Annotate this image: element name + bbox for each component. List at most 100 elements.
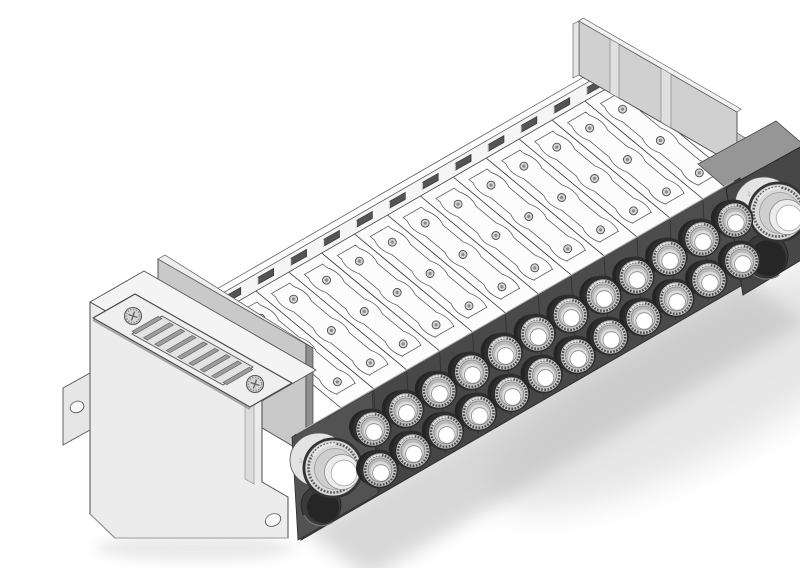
screw-recess bbox=[330, 329, 333, 332]
screw-recess bbox=[456, 203, 459, 206]
cover-screw bbox=[498, 283, 506, 291]
screw-recess bbox=[632, 209, 635, 212]
fitting-opening bbox=[728, 215, 745, 232]
bracket-left-edge bbox=[573, 21, 579, 78]
cover-screw bbox=[558, 194, 566, 202]
screw-recess bbox=[489, 184, 492, 187]
screw-recess bbox=[363, 310, 366, 313]
cover-screw bbox=[623, 156, 631, 164]
screw-recess bbox=[588, 127, 591, 130]
cover-screw bbox=[454, 200, 462, 208]
fitting-opening bbox=[497, 348, 514, 365]
cover-screw bbox=[520, 162, 528, 170]
fitting-opening bbox=[471, 408, 488, 425]
cover-screw bbox=[393, 289, 401, 297]
screw-recess bbox=[599, 228, 602, 231]
fitting-opening bbox=[331, 460, 357, 486]
fitting-opening bbox=[776, 205, 800, 231]
fitting-opening bbox=[662, 253, 679, 270]
fitting-opening bbox=[695, 234, 712, 251]
screw-recess bbox=[358, 260, 361, 263]
cover-screw bbox=[459, 251, 467, 259]
connector-screw bbox=[247, 376, 264, 393]
cover-screw bbox=[360, 308, 368, 316]
fitting-opening bbox=[399, 405, 416, 422]
cover-screw bbox=[327, 327, 335, 335]
cover-screw bbox=[388, 238, 396, 246]
cover-screw bbox=[426, 270, 434, 278]
screw-recess bbox=[560, 196, 563, 199]
fitting-opening bbox=[464, 367, 481, 384]
fitting-opening bbox=[735, 256, 752, 273]
cover-screw bbox=[525, 213, 533, 221]
screw-recess bbox=[325, 279, 328, 282]
fitting-opening bbox=[530, 329, 547, 346]
screw-recess bbox=[396, 291, 399, 294]
cover-screw bbox=[591, 175, 599, 183]
screw-recess bbox=[593, 177, 596, 180]
fitting-opening bbox=[669, 294, 686, 311]
fitting-opening bbox=[563, 310, 580, 327]
cad-render-figure: 24242424242424242424242411 bbox=[40, 16, 800, 568]
fitting-opening bbox=[570, 351, 587, 368]
cover-screw bbox=[465, 302, 473, 310]
fitting-opening bbox=[504, 389, 521, 406]
cover-screw bbox=[487, 181, 495, 189]
cover-screw bbox=[586, 124, 594, 132]
cover-screw bbox=[564, 245, 572, 253]
cover-screw bbox=[399, 340, 407, 348]
fitting-opening bbox=[636, 313, 653, 330]
cover-screw bbox=[662, 188, 670, 196]
fitting-opening bbox=[432, 386, 449, 403]
screw-recess bbox=[566, 247, 569, 250]
fitting-opening bbox=[603, 332, 620, 349]
screw-recess bbox=[391, 241, 394, 244]
cover-screw bbox=[290, 295, 298, 303]
screw-recess bbox=[527, 215, 530, 218]
screw-recess bbox=[369, 361, 372, 364]
fitting-opening bbox=[373, 465, 390, 482]
screw-recess bbox=[626, 158, 629, 161]
screw-recess bbox=[461, 253, 464, 256]
fitting-opening bbox=[629, 272, 646, 289]
cover-screw bbox=[597, 226, 605, 234]
cover-screw bbox=[656, 137, 664, 145]
screw-recess bbox=[533, 266, 536, 269]
screw-recess bbox=[434, 323, 437, 326]
port-label: 1 bbox=[299, 458, 303, 465]
screw-recess bbox=[428, 272, 431, 275]
screw-recess bbox=[659, 139, 662, 142]
screw-recess bbox=[500, 285, 503, 288]
fitting-opening bbox=[439, 427, 456, 444]
cover-screw bbox=[629, 207, 637, 215]
port-label: 1 bbox=[747, 191, 751, 198]
fitting-opening bbox=[406, 446, 423, 463]
cover-screw bbox=[553, 143, 561, 151]
fitting-opening bbox=[702, 275, 719, 292]
connector-screw bbox=[125, 308, 142, 325]
screw-recess bbox=[665, 190, 668, 193]
valve-manifold-render: 24242424242424242424242411 bbox=[40, 16, 800, 568]
cover-screw bbox=[421, 219, 429, 227]
fitting-opening bbox=[596, 291, 613, 308]
bracket-rib bbox=[610, 39, 619, 98]
cover-screw bbox=[333, 378, 341, 386]
cover-screw bbox=[322, 276, 330, 284]
screw-recess bbox=[698, 171, 701, 174]
screw-recess bbox=[494, 234, 497, 237]
cover-screw bbox=[695, 169, 703, 177]
screw-recess bbox=[467, 304, 470, 307]
left-block-shadow bbox=[95, 535, 295, 561]
cover-screw bbox=[355, 257, 363, 265]
bracket-rib bbox=[661, 68, 671, 128]
cover-screw bbox=[619, 105, 627, 113]
cover-screw bbox=[531, 264, 539, 272]
fitting-opening bbox=[366, 424, 383, 441]
screw-recess bbox=[621, 108, 624, 111]
screw-recess bbox=[424, 222, 427, 225]
cover-screw bbox=[492, 232, 500, 240]
cover-screw bbox=[432, 321, 440, 329]
fitting-opening bbox=[537, 370, 554, 387]
cover-screw bbox=[366, 359, 374, 367]
screw-recess bbox=[522, 165, 525, 168]
